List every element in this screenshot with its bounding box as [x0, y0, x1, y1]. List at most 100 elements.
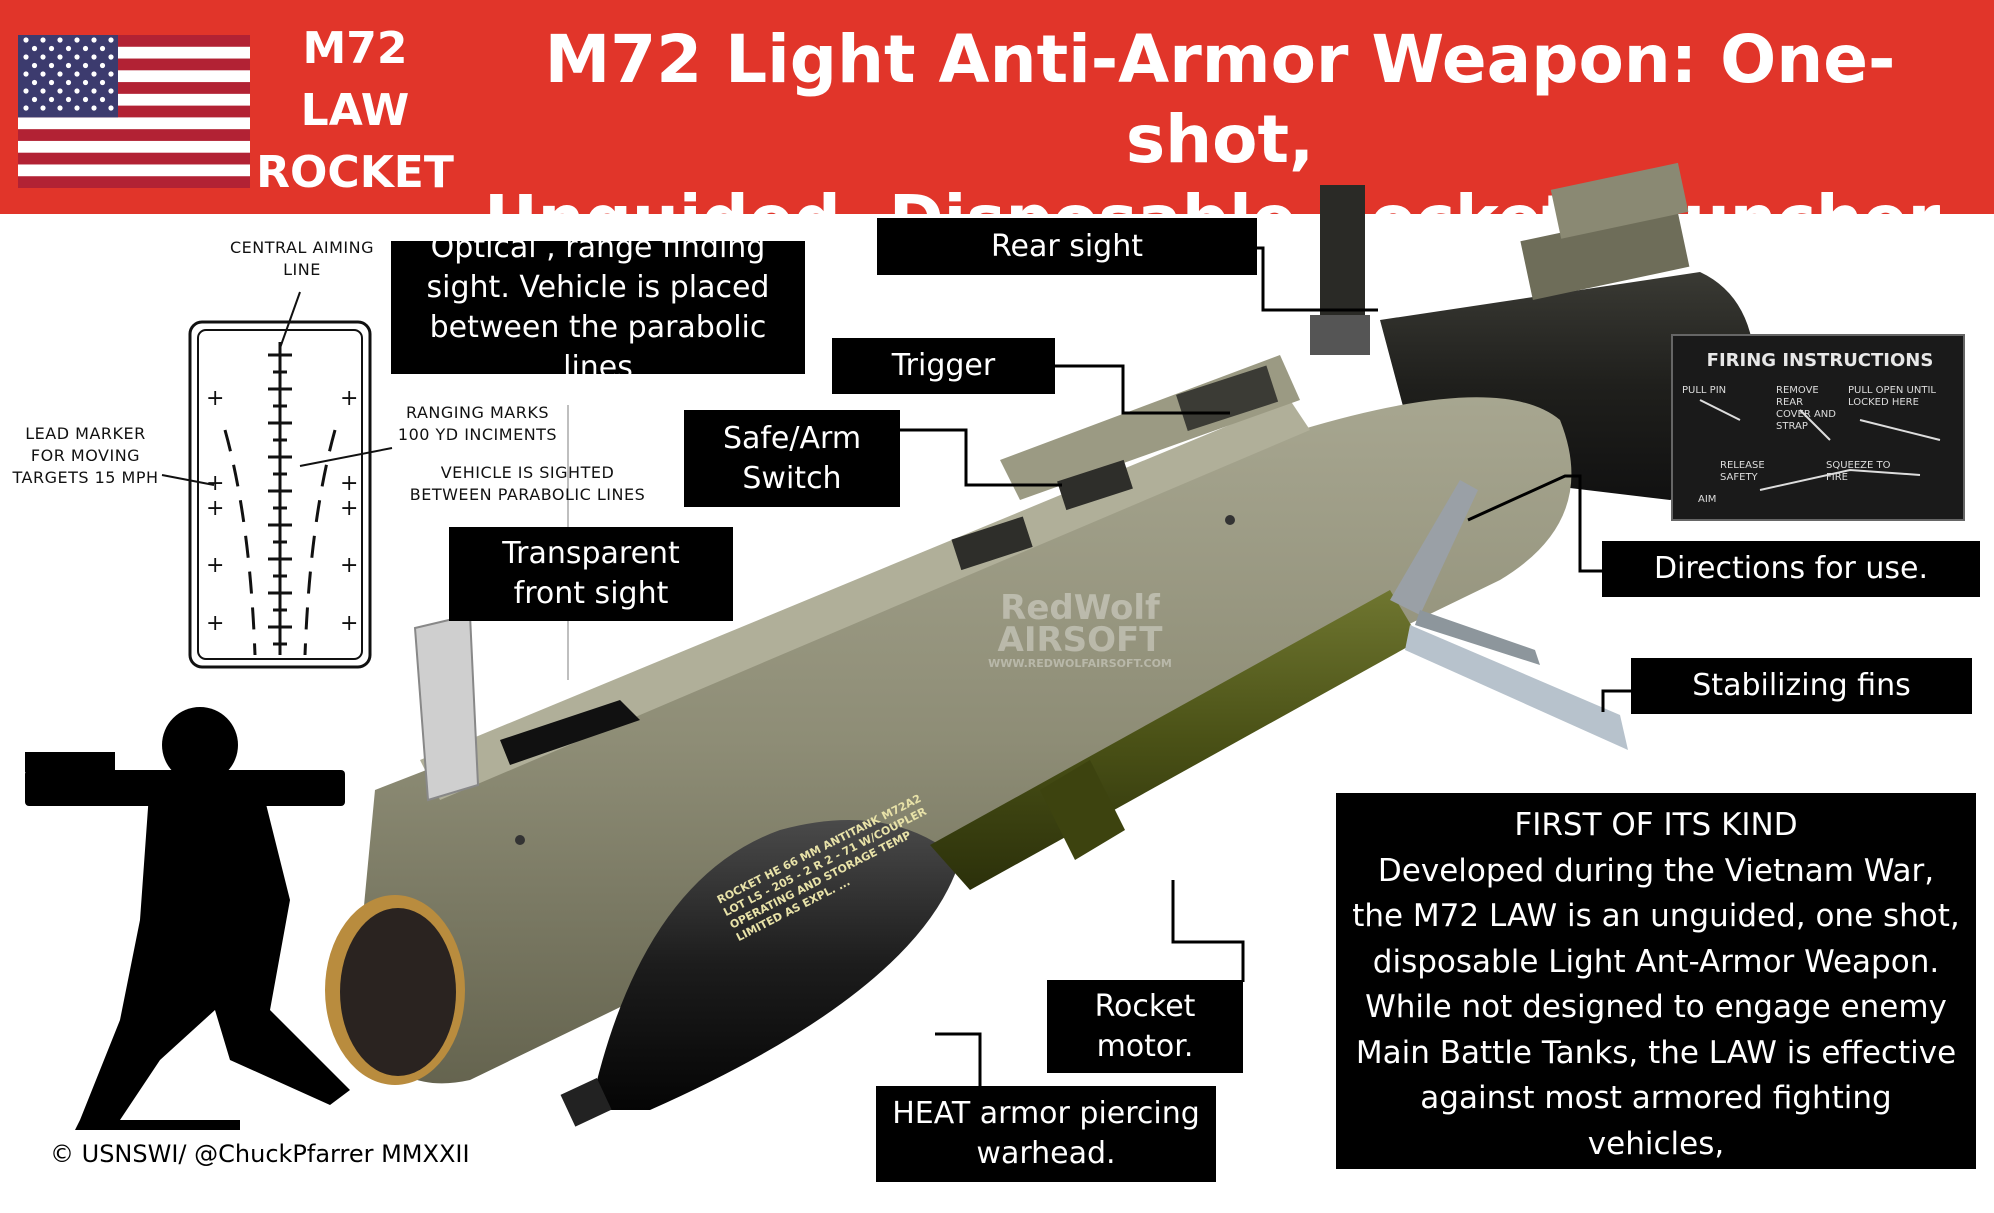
svg-text:+: +	[206, 471, 224, 496]
firing-step: RELEASE SAFETY	[1720, 460, 1765, 483]
label-line: Switch	[742, 460, 842, 496]
flag-star	[31, 79, 38, 86]
flag-star	[48, 45, 55, 52]
flag-star	[99, 96, 106, 103]
label-line: RANGING MARKS	[406, 403, 549, 422]
trigger-label: Trigger	[832, 338, 1055, 394]
flag-star	[74, 37, 80, 43]
flag-star	[23, 54, 29, 60]
rocket-motor-label: Rocket motor.	[1047, 980, 1243, 1073]
flag-star	[65, 96, 72, 103]
watermark: RedWolf AIRSOFT WWW.REDWOLFAIRSOFT.COM	[975, 588, 1185, 672]
soldier-silhouette-icon	[25, 707, 350, 1130]
reticle-plus-marks: ++ ++ ++ ++ ++	[206, 386, 358, 636]
flag-star	[82, 45, 89, 52]
flag-star	[74, 71, 80, 77]
flag-star	[108, 37, 114, 43]
flag-star	[108, 54, 114, 60]
watermark-line: RedWolf	[1000, 588, 1160, 628]
watermark-line: WWW.REDWOLFAIRSOFT.COM	[988, 657, 1172, 670]
flag-star	[74, 54, 80, 60]
directions-label: Directions for use.	[1602, 541, 1980, 597]
flag-star	[23, 71, 29, 77]
copyright-text: © USNSWI/ @ChuckPfarrer MMXXII	[50, 1140, 470, 1168]
optical-sight-label: Optical , range finding sight. Vehicle is…	[391, 230, 805, 385]
flag-star	[99, 45, 106, 52]
info-line: disposable Light Ant-Armor Weapon.	[1372, 943, 1940, 980]
label-line: 100 YD INCIMENTS	[397, 425, 558, 444]
flag-star	[48, 96, 55, 103]
info-heading: FIRST OF ITS KIND	[1514, 807, 1798, 843]
label-line: Rear sight	[991, 228, 1143, 264]
label-line: motor.	[1096, 1028, 1194, 1064]
stabilizing-fins-label: Stabilizing fins	[1631, 658, 1972, 714]
svg-text:+: +	[340, 553, 358, 578]
svg-text:+: +	[340, 611, 358, 636]
flag-star	[57, 71, 63, 77]
svg-text:+: +	[206, 496, 224, 521]
flag-star	[91, 105, 97, 111]
label-line: Safe/Arm	[722, 420, 862, 456]
svg-text:+: +	[340, 471, 358, 496]
flag-star	[82, 79, 89, 86]
flag-star	[57, 105, 63, 111]
flag-star	[108, 105, 114, 111]
flag-star	[57, 54, 63, 60]
label-line: Optical , range finding	[430, 229, 766, 265]
info-line: Main Battle Tanks, the LAW is effective	[1355, 1034, 1957, 1071]
watermark-line: AIRSOFT	[997, 620, 1163, 660]
label-line: BETWEEN PARABOLIC LINES	[409, 485, 646, 504]
side-title-line: M72	[302, 23, 408, 74]
label-line: LEAD MARKER	[25, 424, 146, 443]
flag-star	[65, 45, 72, 52]
label-line: LINE	[283, 260, 321, 279]
flag-star	[74, 105, 80, 111]
rear-sight-label: Rear sight	[877, 218, 1257, 275]
flag-star	[31, 62, 38, 69]
flag-star	[48, 62, 55, 69]
flag-star	[23, 37, 29, 43]
flag-star	[23, 88, 29, 94]
flag-star	[48, 79, 55, 86]
label-line: Rocket	[1094, 988, 1196, 1024]
label-line: HEAT armor piercing	[892, 1096, 1200, 1131]
label-line: Transparent	[502, 536, 680, 571]
launcher-tube	[325, 162, 1756, 1085]
info-line: against most armored fighting vehicles,	[1420, 1080, 1892, 1162]
label-line: VEHICLE IS SIGHTED	[440, 463, 615, 482]
flag-star	[40, 88, 46, 94]
svg-text:+: +	[206, 611, 224, 636]
side-title-line: LAW	[300, 85, 410, 136]
flag-star	[65, 79, 72, 86]
flag-star	[82, 62, 89, 69]
label-line: TARGETS 15 MPH	[12, 468, 159, 487]
label-line: sight. Vehicle is placed	[426, 269, 770, 305]
flag-star	[91, 37, 97, 43]
flag-star	[31, 45, 38, 52]
firing-step: SQUEEZE TO FIRE	[1826, 460, 1891, 483]
flag-star	[57, 37, 63, 43]
flag-star	[74, 88, 80, 94]
ranging-marks-label: RANGING MARKS 100 YD INCIMENTS	[395, 402, 560, 446]
flag-star	[57, 88, 63, 94]
page-title-line: M72 Light Anti-Armor Weapon: One-shot,	[544, 21, 1896, 178]
flag-star	[40, 37, 46, 43]
info-line: Developed during the Vietnam War,	[1377, 852, 1935, 889]
lead-marker-label: LEAD MARKER FOR MOVING TARGETS 15 MPH	[8, 423, 163, 489]
flag-star	[108, 88, 114, 94]
label-line: CENTRAL AIMING	[230, 238, 374, 257]
svg-text:+: +	[340, 386, 358, 411]
leader-lines	[900, 246, 1644, 1086]
rocket	[560, 480, 1628, 1127]
firing-step: PULL PIN	[1682, 385, 1727, 396]
info-line: trucks, and engineering equipment.	[1377, 1171, 1935, 1207]
label-line: Stabilizing fins	[1692, 668, 1911, 703]
flag-star	[40, 105, 46, 111]
flag-star	[40, 54, 46, 60]
label-line: between the parabolic lines	[429, 309, 767, 385]
flag-star	[65, 62, 72, 69]
firing-instructions-plate	[1671, 334, 1965, 521]
side-title: M72 LAW ROCKET	[255, 18, 455, 204]
